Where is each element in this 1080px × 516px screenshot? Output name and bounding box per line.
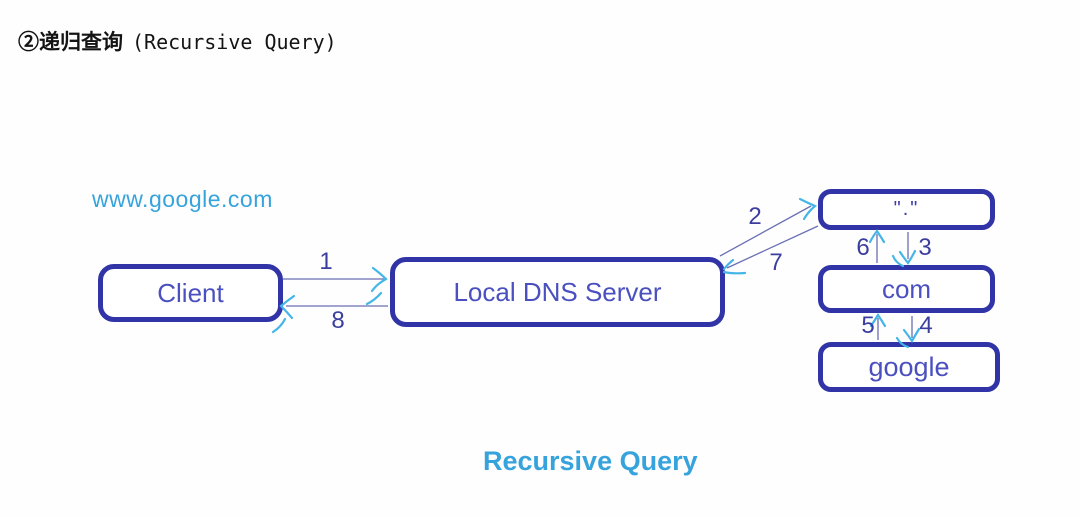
caption: Recursive Query: [483, 446, 698, 476]
step-number-2: 2: [748, 203, 762, 230]
arrow-2-head-icon: [798, 197, 818, 221]
step-number-1: 1: [319, 248, 333, 275]
node-client: Client: [98, 264, 283, 322]
node-root-server-label: ".": [893, 198, 920, 220]
arrow-7-head-icon: [722, 258, 747, 275]
node-com-server: com: [818, 265, 995, 313]
step-number-6: 6: [856, 234, 870, 261]
step-number-7: 7: [769, 249, 783, 276]
step-number-3: 3: [918, 234, 932, 261]
step-number-5: 5: [861, 312, 875, 339]
page-title: ②递归查询 (Recursive Query): [18, 26, 337, 56]
node-google-server-label: google: [868, 351, 950, 382]
node-root-server: ".": [818, 189, 995, 230]
step-number-8: 8: [331, 307, 345, 334]
title-chinese: ②递归查询: [18, 31, 123, 54]
arrow-1-head-icon: [365, 266, 388, 306]
title-english: (Recursive Query): [132, 30, 337, 54]
arrow-6-head-icon: [868, 229, 886, 244]
arrow-2-line: [719, 205, 812, 257]
step-number-4: 4: [919, 312, 933, 339]
query-domain-label: www.google.com: [92, 186, 273, 212]
node-google-server: google: [818, 342, 1000, 392]
node-com-server-label: com: [881, 273, 932, 304]
node-local-dns-server: Local DNS Server: [390, 257, 725, 327]
arrow-3-head-icon: [891, 249, 917, 268]
node-client-label: Client: [157, 277, 224, 308]
node-local-dns-server-label: Local DNS Server: [453, 276, 662, 307]
